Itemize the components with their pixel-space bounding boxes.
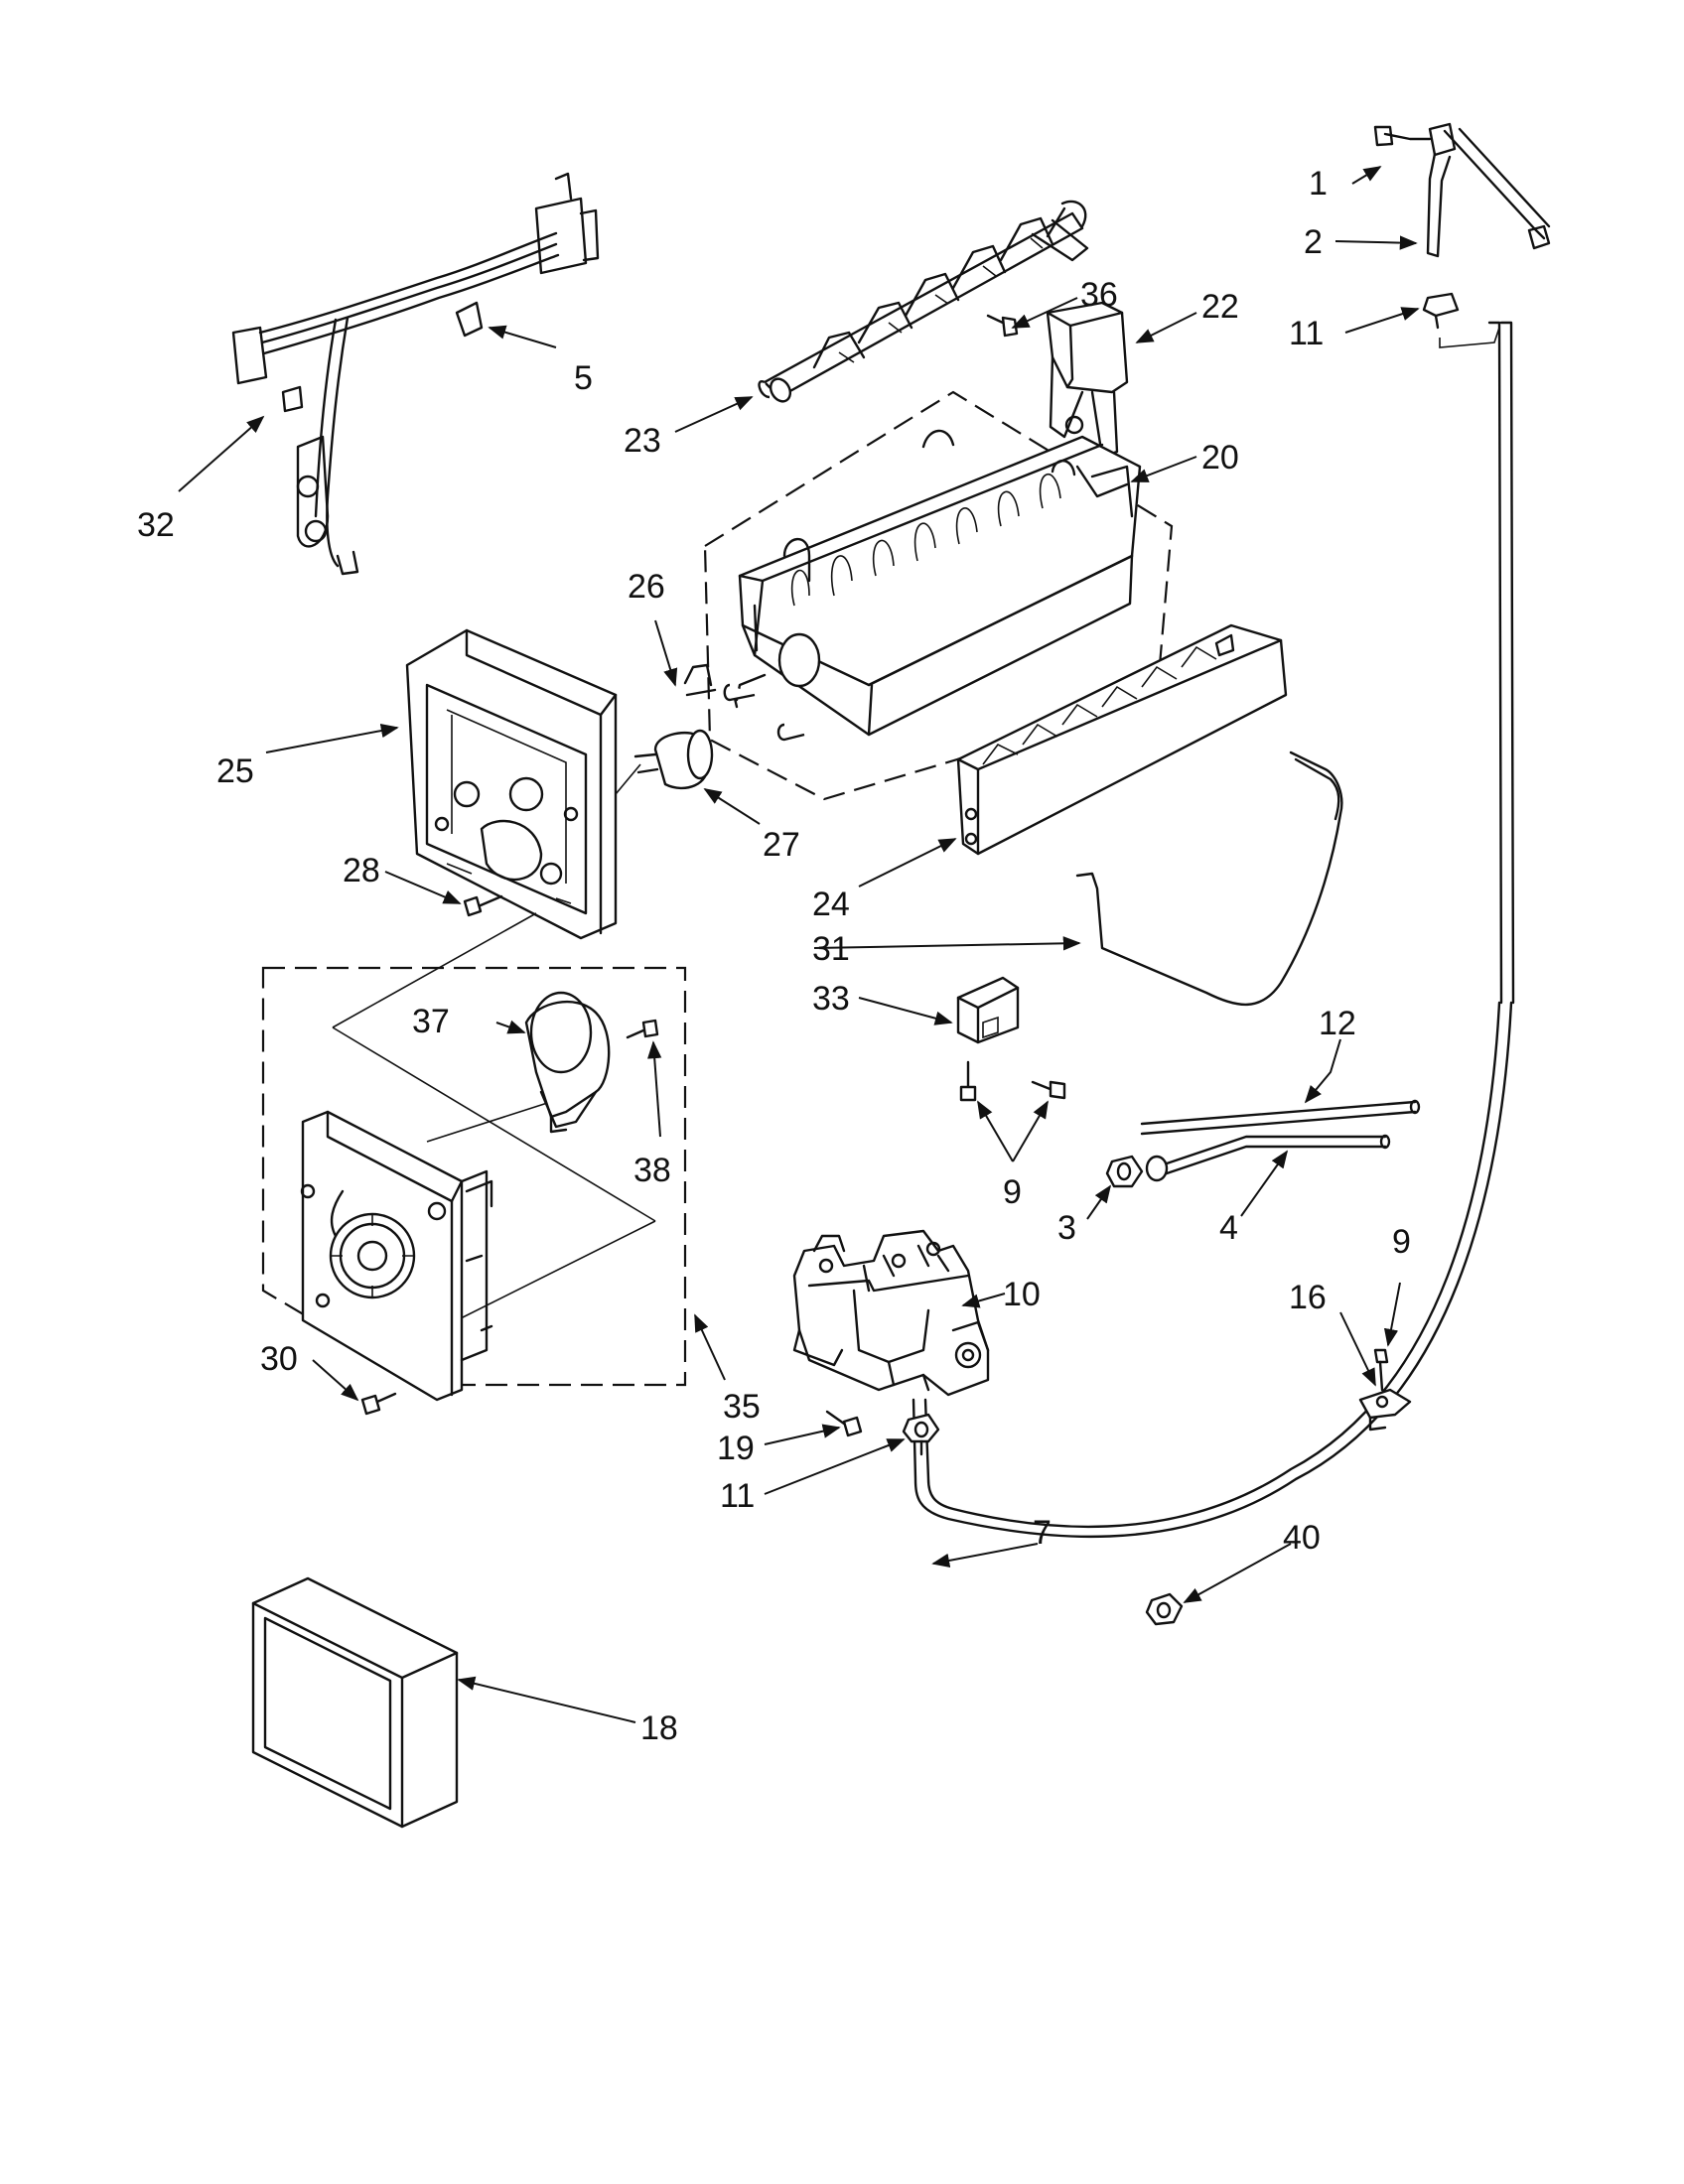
callout-24: 24	[812, 886, 850, 923]
shutoff-arm	[1075, 751, 1343, 1007]
screws-9	[959, 1060, 1066, 1102]
motor	[524, 991, 611, 1134]
callout-2: 2	[1304, 223, 1323, 261]
screw-28	[463, 894, 503, 917]
clamp-16	[1358, 1348, 1412, 1432]
callout-9-right: 9	[1392, 1223, 1411, 1261]
callout-31: 31	[812, 930, 850, 968]
callout-27: 27	[763, 826, 800, 864]
callout-35: 35	[723, 1388, 761, 1426]
ice-mold	[703, 390, 1174, 801]
callout-38: 38	[633, 1152, 671, 1189]
control-module-box	[261, 912, 687, 1402]
screw-38	[626, 1019, 659, 1039]
callout-37: 37	[412, 1003, 450, 1040]
water-valve	[792, 1229, 990, 1397]
callout-19: 19	[717, 1430, 755, 1467]
water-tubes	[1140, 1099, 1421, 1182]
callout-11-top: 11	[1289, 315, 1324, 352]
callout-9-center: 9	[1003, 1173, 1022, 1211]
callout-4: 4	[1219, 1209, 1238, 1247]
callout-25: 25	[216, 752, 254, 790]
nut-40	[1145, 1592, 1184, 1626]
callout-1: 1	[1309, 165, 1328, 203]
callout-26: 26	[628, 568, 665, 606]
callout-32: 32	[137, 506, 175, 544]
callout-11-bottom: 11	[720, 1477, 755, 1515]
nut-3	[1105, 1155, 1144, 1188]
screw-36	[986, 314, 1019, 338]
ejector-blade-assembly	[758, 200, 1089, 403]
screw-19	[825, 1410, 863, 1437]
callout-40: 40	[1283, 1519, 1321, 1557]
callout-5: 5	[574, 359, 593, 397]
bracket-33	[956, 976, 1020, 1044]
nut-11-bottom	[902, 1413, 940, 1456]
callout-10: 10	[1003, 1276, 1041, 1313]
ice-stripper	[1046, 301, 1129, 459]
fill-tube-assembly	[912, 122, 1551, 1539]
callout-36: 36	[1080, 276, 1118, 314]
callout-33: 33	[812, 980, 850, 1018]
mold-heater-cover	[956, 623, 1288, 856]
callout-28: 28	[343, 852, 380, 889]
module-cover	[251, 1576, 459, 1829]
leader-lines	[178, 166, 1420, 1723]
wiring-harness	[231, 172, 600, 576]
callout-16: 16	[1289, 1279, 1327, 1316]
callout-12: 12	[1319, 1005, 1356, 1042]
callout-23: 23	[624, 422, 661, 460]
callout-labels: 1 2 3 4 5 7 9 9 10 11 11 12 16 18 19 20 …	[137, 165, 1411, 1747]
module-housing	[405, 628, 618, 940]
callout-3: 3	[1057, 1209, 1076, 1247]
callout-30: 30	[260, 1340, 298, 1378]
callout-22: 22	[1201, 288, 1239, 326]
thermostat	[615, 663, 717, 795]
callout-7: 7	[1033, 1514, 1052, 1552]
screw-30	[360, 1392, 397, 1416]
callout-18: 18	[640, 1709, 678, 1747]
callout-20: 20	[1201, 439, 1239, 477]
